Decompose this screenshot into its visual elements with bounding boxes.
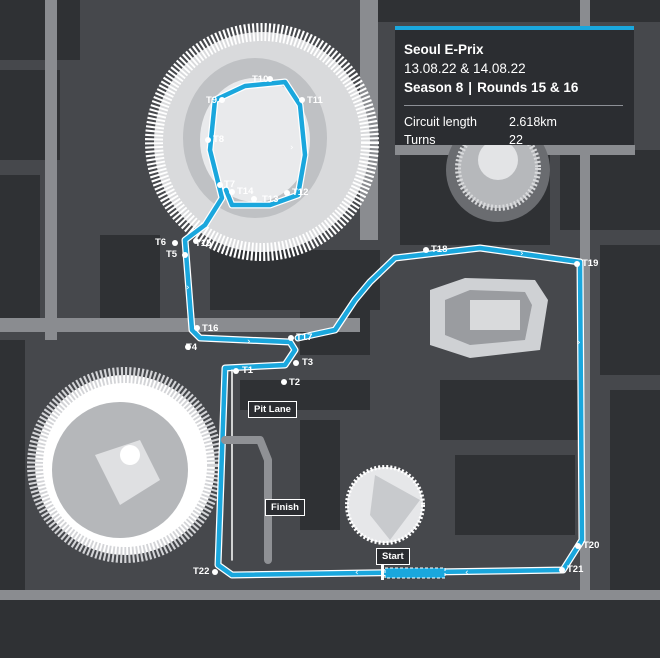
direction-arrows: › ‹ ‹ › › › › <box>186 143 581 578</box>
stat-key: Circuit length <box>404 115 477 129</box>
stat-value: 22 <box>509 133 523 147</box>
turn-label-t21: T21 <box>567 564 584 575</box>
turn-label-t18: T18 <box>431 244 448 255</box>
pit-lane-tag: Pit Lane <box>248 401 297 418</box>
event-title: Seoul E-Prix <box>404 42 484 57</box>
stat-turns: Turns 22 <box>404 131 624 149</box>
start-grid <box>381 560 446 580</box>
baseball-stadium <box>27 367 223 563</box>
event-season-rounds: Season 8 | Rounds 15 & 16 <box>404 78 624 97</box>
turn-label-t17: T17 <box>296 332 313 343</box>
turn-label-t15: T15 <box>195 238 212 249</box>
event-dates: 13.08.22 & 14.08.22 <box>404 61 526 76</box>
event-season: Season 8 <box>404 80 464 95</box>
roads <box>0 0 660 600</box>
direction-arrow-icon: › <box>290 143 294 153</box>
turn-label-t22: T22 <box>193 566 210 577</box>
turn-label-t12: T12 <box>292 187 309 198</box>
separator: | <box>468 80 473 95</box>
turn-label-t13: T13 <box>262 194 279 205</box>
event-rounds: Rounds 15 & 16 <box>477 80 579 95</box>
turn-label-t2: T2 <box>289 377 301 388</box>
turn-label-t16: T16 <box>202 323 219 334</box>
stat-value: 2.618km <box>509 115 557 129</box>
turn-label-t3: T3 <box>302 357 314 368</box>
turn-dots <box>172 76 581 575</box>
turn-label-t1: T1 <box>242 365 254 376</box>
olympic-stadium <box>145 23 379 261</box>
start-tag: Start <box>376 548 410 565</box>
turn-label-t20: T20 <box>583 540 600 551</box>
direction-arrow-icon: ‹ <box>465 568 469 578</box>
arena-building <box>430 278 548 358</box>
turn-label-t7: T7 <box>224 179 236 190</box>
stat-key: Turns <box>404 133 436 147</box>
direction-arrow-icon: › <box>520 249 524 259</box>
turn-label-t9: T9 <box>206 95 218 106</box>
turn-label-t11: T11 <box>307 95 323 106</box>
start-dome <box>345 465 425 545</box>
turn-label-t19: T19 <box>582 258 599 269</box>
turn-label-t6: T6 <box>155 237 167 248</box>
direction-arrow-icon: › <box>186 283 190 293</box>
direction-arrow-icon: ‹ <box>355 568 359 578</box>
direction-arrow-icon: › <box>247 337 251 347</box>
turn-label-t8: T8 <box>213 134 225 145</box>
direction-arrow-icon: › <box>577 338 581 348</box>
turn-label-t10: T10 <box>252 74 269 85</box>
turn-label-t4: T4 <box>186 342 198 353</box>
info-divider <box>404 105 623 106</box>
stat-circuit-length: Circuit length 2.618km <box>404 113 624 131</box>
event-info-panel: Seoul E-Prix 13.08.22 & 14.08.22 Season … <box>395 26 634 147</box>
turn-label-t14: T14 <box>237 186 254 197</box>
finish-tag: Finish <box>265 499 305 516</box>
turn-label-t5: T5 <box>166 249 178 260</box>
